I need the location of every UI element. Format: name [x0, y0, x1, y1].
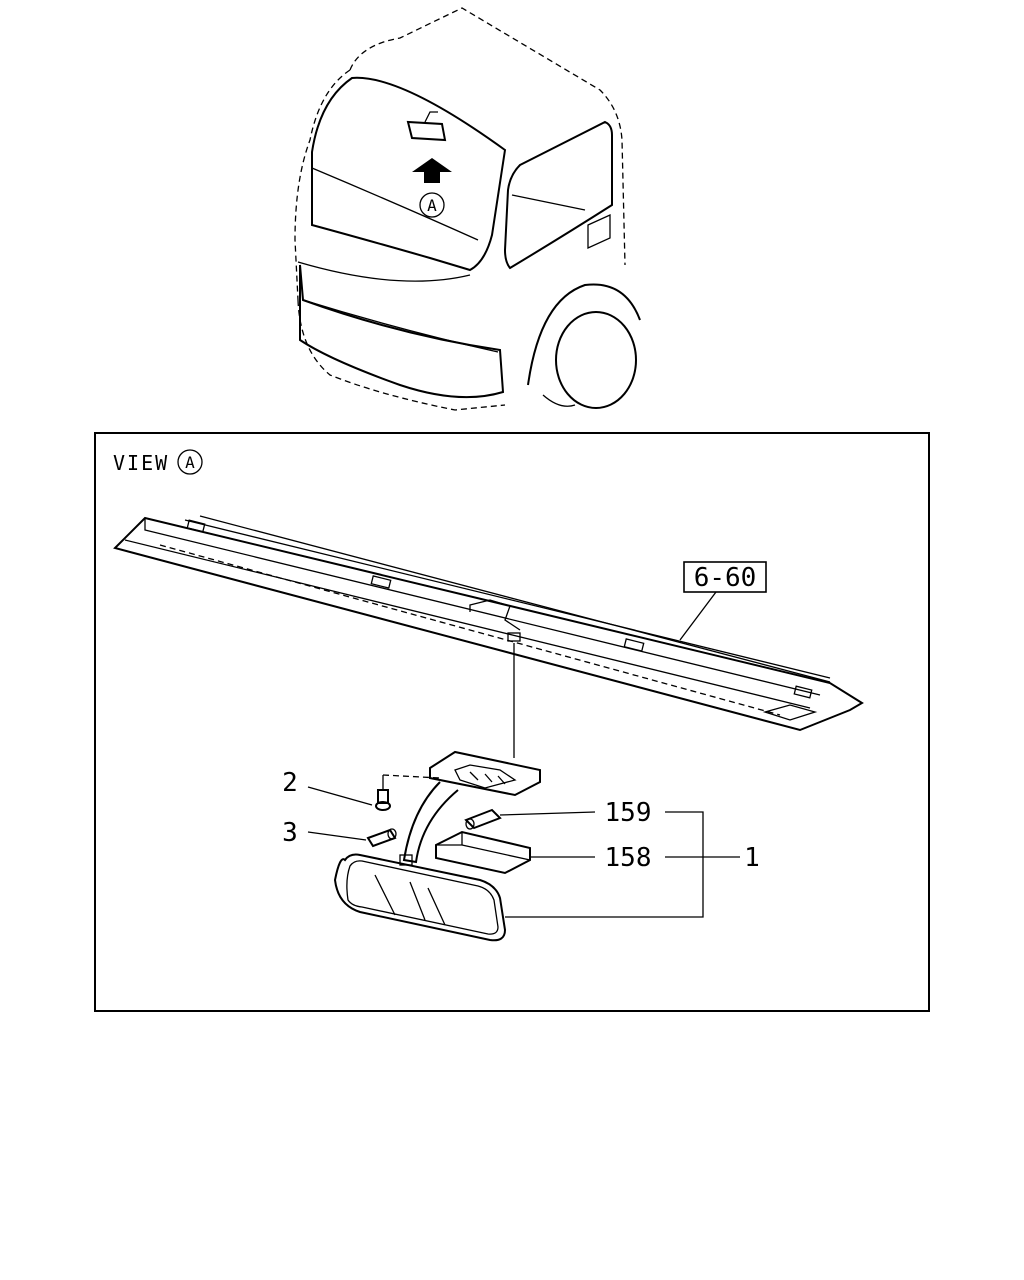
windshield-inner-line	[311, 167, 479, 241]
roof-header-rail	[113, 515, 864, 732]
cab-lower-outline	[297, 299, 506, 411]
lens-cover-part	[435, 830, 531, 875]
windshield	[311, 76, 507, 272]
wheel-arch	[527, 283, 641, 386]
side-marker-lamp	[587, 213, 611, 250]
front-bumper	[299, 264, 505, 399]
callout-2: 2	[282, 768, 298, 798]
view-arrow-icon	[412, 158, 452, 183]
cab-side-outline	[294, 69, 351, 301]
side-window	[503, 120, 613, 270]
tire-tread	[542, 394, 576, 407]
bumper-line	[302, 299, 499, 353]
rail-mount-point	[507, 632, 521, 642]
screw-part	[375, 774, 441, 811]
front-tire	[555, 311, 637, 409]
reference-leader	[679, 591, 717, 641]
rail-hole-4	[793, 685, 813, 699]
door-crease	[511, 194, 586, 211]
leader-3	[307, 831, 367, 841]
cab-roof-outline	[349, 7, 626, 266]
callout-1: 1	[744, 843, 760, 873]
reference-label: 6-60	[694, 563, 757, 593]
leader-2	[307, 786, 373, 806]
mirror-mount-bracket	[429, 750, 541, 797]
rail-end-slot	[762, 704, 818, 721]
cab-mirror-stem	[424, 111, 438, 123]
bulb-part	[464, 808, 502, 830]
leader-159	[499, 811, 596, 816]
view-label-marker: A	[185, 453, 195, 472]
rail-hole-2	[623, 638, 645, 652]
callout-158: 158	[605, 843, 652, 873]
truck-cab-illustration: A	[294, 7, 641, 411]
callout-3: 3	[282, 818, 298, 848]
callout-159: 159	[605, 798, 652, 828]
grille-line	[297, 261, 471, 282]
group-bracket	[505, 811, 704, 918]
mirror-arm	[402, 781, 459, 864]
sleeve-part	[366, 828, 397, 848]
rail-center-bracket	[469, 599, 521, 631]
cab-mirror	[406, 120, 447, 142]
rail-hole-1	[370, 575, 392, 589]
cab-view-marker: A	[427, 196, 437, 215]
view-frame	[94, 432, 930, 1012]
view-label: VIEW	[113, 451, 169, 475]
view-marker-circle	[419, 192, 445, 218]
view-label-circle	[177, 449, 203, 475]
rear-view-mirror	[333, 853, 507, 942]
rail-hole-3	[186, 519, 206, 533]
reference-box	[683, 561, 767, 593]
